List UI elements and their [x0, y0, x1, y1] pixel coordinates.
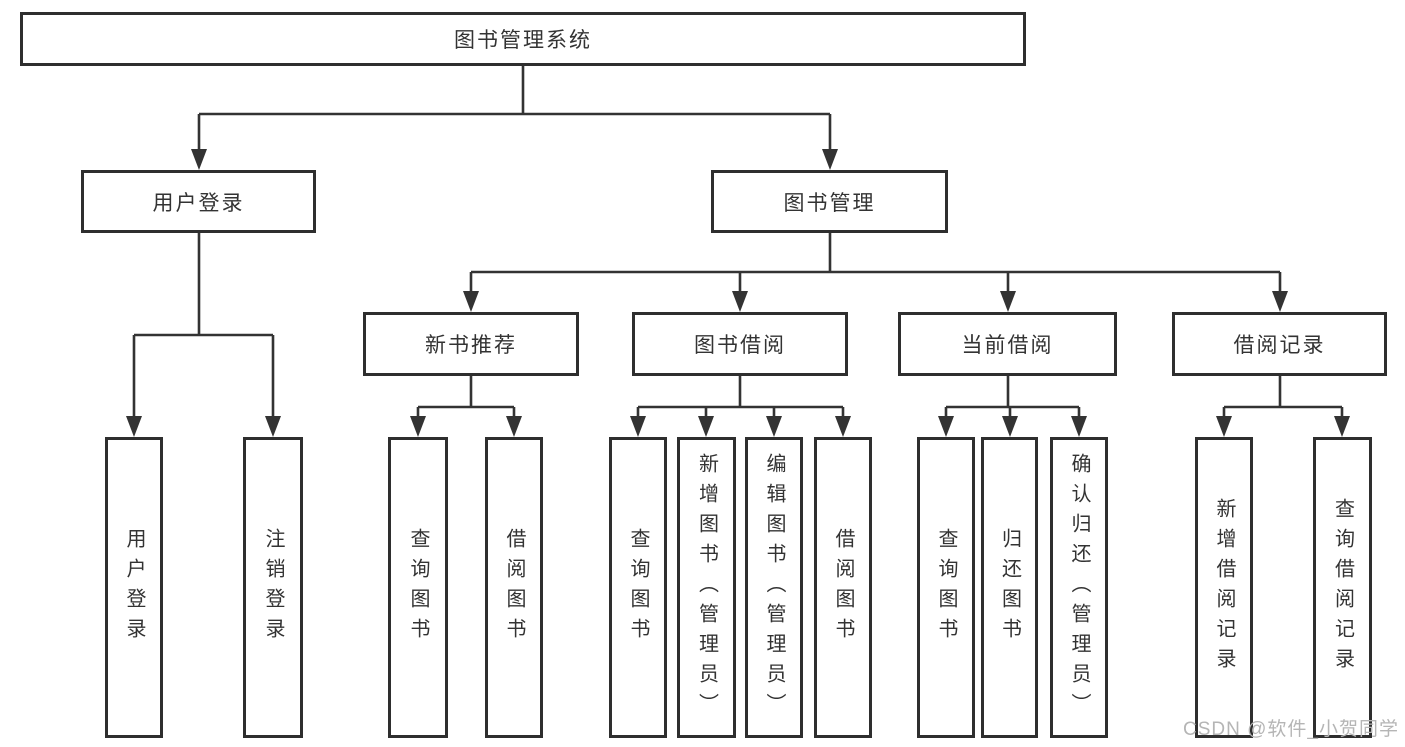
- leaf-current-confirm-return-admin-label: 确认归还（管理员）: [1068, 452, 1090, 723]
- node-book-borrowing: 图书借阅: [632, 312, 848, 376]
- node-borrowing-records-label: 借阅记录: [1233, 334, 1326, 357]
- leaf-current-return-books-label: 归还图书: [998, 527, 1021, 648]
- node-book-management: 图书管理: [711, 170, 948, 233]
- leaf-user-login: 用户登录: [105, 437, 163, 738]
- node-borrowing-records: 借阅记录: [1172, 312, 1387, 376]
- leaf-borrow-add-books-admin-label: 新增图书（管理员）: [695, 452, 718, 723]
- node-current-borrowing-label: 当前借阅: [961, 334, 1054, 357]
- leaf-borrow-query-books: 查询图书: [609, 437, 667, 738]
- leaf-current-query-books: 查询图书: [917, 437, 975, 738]
- leaf-user-login-label: 用户登录: [123, 527, 145, 648]
- leaf-borrow-query-books-label: 查询图书: [627, 527, 649, 648]
- node-new-book-recommend-label: 新书推荐: [425, 334, 517, 357]
- node-book-management-label: 图书管理: [783, 191, 876, 215]
- leaf-newrec-query-books: 查询图书: [388, 437, 448, 738]
- leaf-records-query-record: 查询借阅记录: [1313, 437, 1372, 738]
- leaf-logout-login-label: 注销登录: [262, 527, 284, 648]
- node-new-book-recommend: 新书推荐: [363, 312, 579, 376]
- leaf-newrec-borrow-books: 借阅图书: [485, 437, 543, 738]
- node-root: 图书管理系统: [20, 12, 1026, 66]
- leaf-newrec-borrow-books-label: 借阅图书: [503, 527, 525, 648]
- leaf-borrow-add-books-admin: 新增图书（管理员）: [677, 437, 736, 738]
- leaf-logout-login: 注销登录: [243, 437, 303, 738]
- csdn-watermark: CSDN @软件_小贺同学: [1183, 719, 1399, 740]
- leaf-borrow-edit-books-admin-label: 编辑图书（管理员）: [763, 452, 785, 723]
- leaf-newrec-query-books-label: 查询图书: [407, 527, 429, 648]
- node-user-login: 用户登录: [81, 170, 316, 233]
- node-book-borrowing-label: 图书借阅: [694, 334, 786, 357]
- node-current-borrowing: 当前借阅: [898, 312, 1117, 376]
- node-user-login-label: 用户登录: [152, 191, 245, 215]
- leaf-records-query-record-label: 查询借阅记录: [1331, 497, 1354, 678]
- leaf-borrow-borrow-books-label: 借阅图书: [832, 527, 854, 648]
- node-root-label: 图书管理系统: [454, 29, 592, 52]
- leaf-current-return-books: 归还图书: [981, 437, 1038, 738]
- leaf-records-add-record-label: 新增借阅记录: [1213, 497, 1235, 678]
- leaf-borrow-borrow-books: 借阅图书: [814, 437, 872, 738]
- leaf-records-add-record: 新增借阅记录: [1195, 437, 1253, 738]
- leaf-borrow-edit-books-admin: 编辑图书（管理员）: [745, 437, 803, 738]
- leaf-current-query-books-label: 查询图书: [935, 527, 957, 648]
- leaf-current-confirm-return-admin: 确认归还（管理员）: [1050, 437, 1108, 738]
